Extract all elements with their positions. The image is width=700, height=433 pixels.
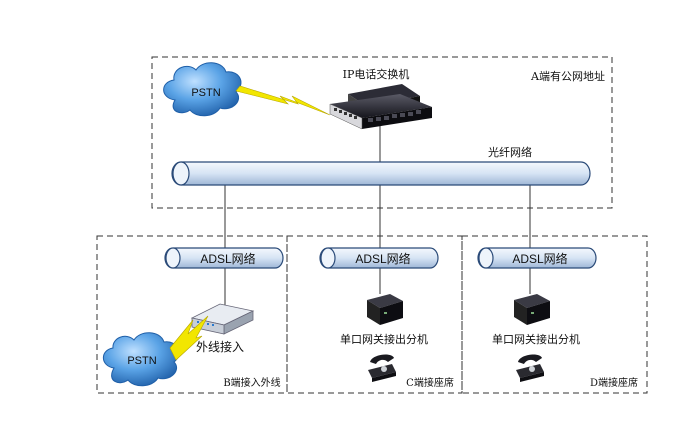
fiber-pipe (171, 161, 591, 186)
pstn-label-top: PSTN (191, 87, 220, 99)
adsl-pipe-b (164, 247, 284, 269)
gateway-d-icon (514, 294, 550, 325)
region-d-label: D端接座席 (590, 376, 638, 389)
gateway-c-icon (367, 294, 403, 325)
pbx-label: IP电话交换机 (343, 67, 410, 81)
pstn-cloud-icon (163, 62, 242, 117)
adsl-pipe-d (477, 247, 597, 269)
phone-d-icon (516, 354, 544, 382)
adsl-label-b: ADSL网络 (200, 251, 255, 266)
gateway-label-c: 单口网关接出分机 (340, 332, 428, 346)
adsl-label-d: ADSL网络 (512, 251, 567, 266)
pbx-device-icon (329, 84, 432, 130)
region-d-box (461, 235, 648, 394)
lightning-top-icon (235, 85, 331, 116)
lightning-bottom-icon (169, 315, 209, 361)
region-c-label: C端接座席 (406, 376, 454, 389)
gateway-label-d: 单口网关接出分机 (492, 332, 580, 346)
region-b-box (96, 235, 288, 394)
fiber-label: 光纤网络 (488, 145, 532, 159)
adsl-router-icon (190, 303, 255, 335)
outside-line-label: 外线接入 (196, 339, 244, 354)
region-b-label: B端接入外线 (223, 376, 280, 389)
region-a-label: A端有公网地址 (530, 69, 605, 83)
adsl-pipe-c (319, 247, 439, 269)
adsl-label-c: ADSL网络 (355, 251, 410, 266)
region-a-box (151, 56, 613, 209)
pstn-label-bottom: PSTN (127, 355, 156, 367)
phone-c-icon (368, 354, 396, 382)
